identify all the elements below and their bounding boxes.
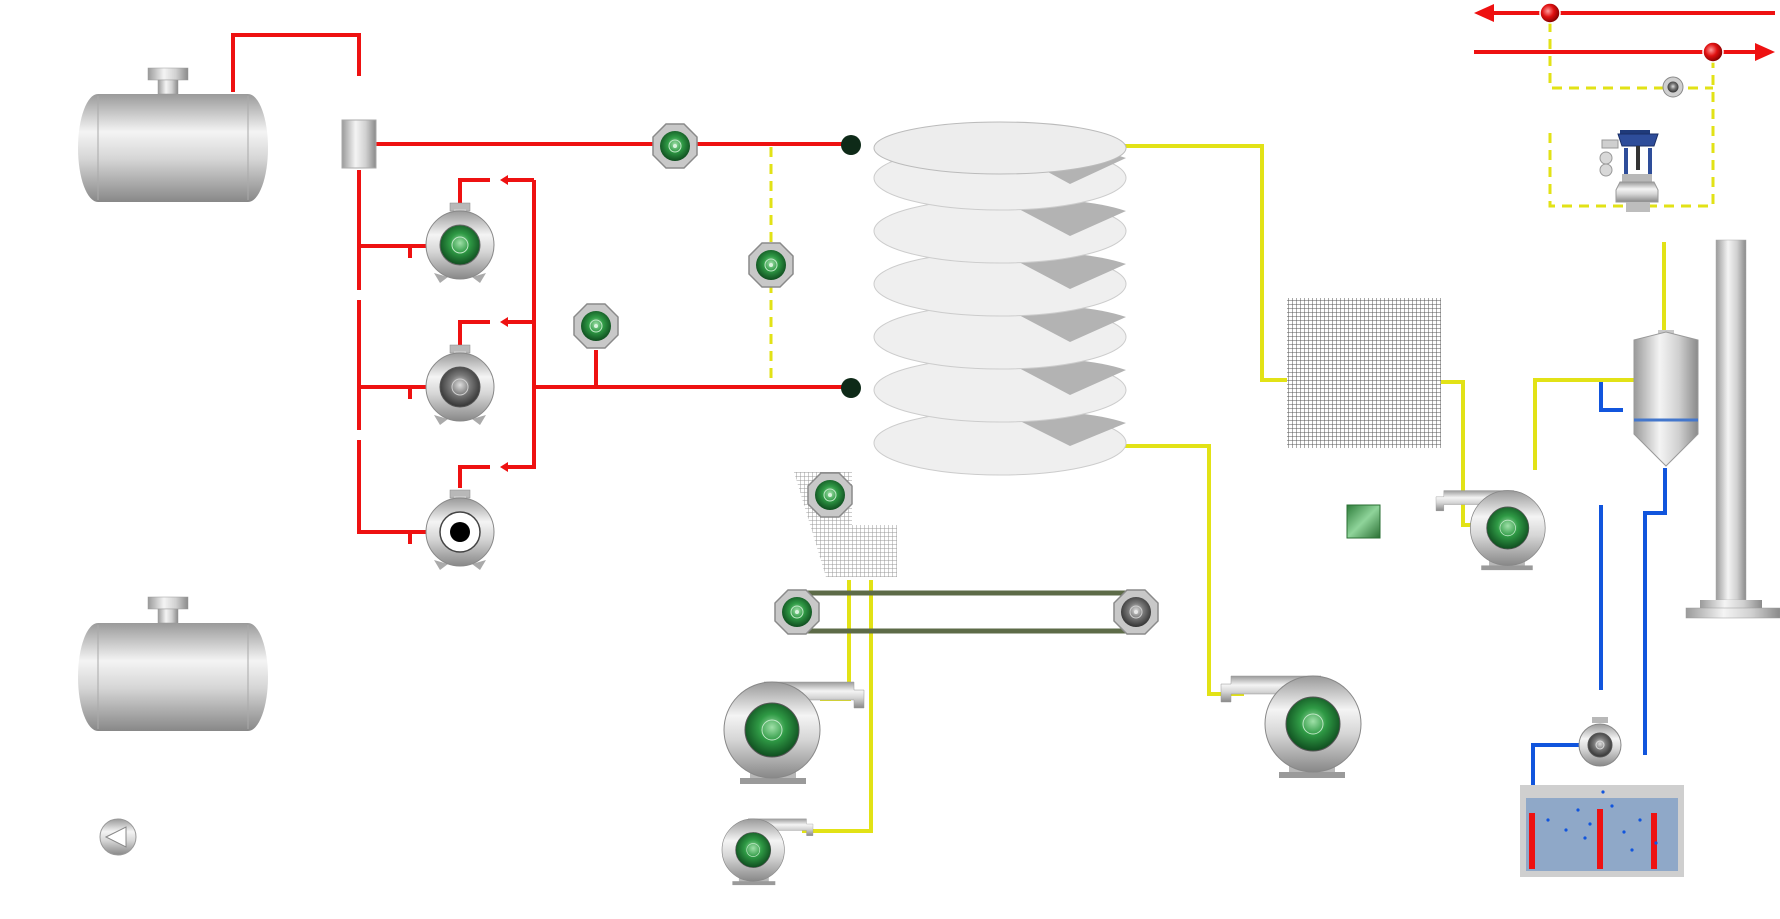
storage-tank-upper[interactable]: [77, 67, 269, 203]
water-bubbles: [1546, 790, 1658, 852]
blower-feed-1[interactable]: [723, 681, 865, 785]
line-end-node-top: [841, 135, 861, 155]
main-line-valve[interactable]: [652, 123, 698, 169]
spiral-dryer-top-plate: [873, 121, 1127, 175]
centrifugal-pump-1[interactable]: [425, 202, 495, 284]
blower-running-indicator: [744, 702, 800, 758]
play-icon: [104, 826, 127, 848]
pump-open-indicator: [450, 522, 470, 542]
blower-running-indicator: [735, 832, 772, 868]
signal-junction-valve[interactable]: [1662, 76, 1684, 98]
blower-running-indicator: [1285, 696, 1341, 752]
bypass-valve[interactable]: [748, 242, 794, 288]
blower-running-indicator: [1486, 506, 1530, 550]
spiral-turn-5: [873, 357, 1127, 423]
flow-meter-box[interactable]: [341, 119, 377, 169]
hopper-valve[interactable]: [807, 472, 853, 518]
exhaust-stack[interactable]: [1685, 239, 1780, 619]
hot-line-arrows: [500, 175, 508, 472]
pump-running-indicator: [439, 224, 481, 266]
pneumatic-control-valve[interactable]: [1599, 130, 1659, 212]
storage-tank-lower[interactable]: [77, 596, 269, 732]
hot-header-lines: [1474, 4, 1775, 61]
mesh-filter[interactable]: [1287, 298, 1441, 448]
belt-conveyor: [800, 590, 1130, 634]
status-lamp[interactable]: [1346, 504, 1381, 539]
centrifugal-pump-3[interactable]: [425, 489, 495, 571]
conveyor-right-valve[interactable]: [1113, 589, 1159, 635]
centrifugal-pump-2[interactable]: [425, 344, 495, 426]
conveyor-left-valve[interactable]: [774, 589, 820, 635]
pump-stopped-indicator: [439, 366, 481, 408]
cyclone-separator[interactable]: [1633, 330, 1699, 467]
spiral-dryer[interactable]: [873, 121, 1127, 476]
blower-feed-2[interactable]: [721, 818, 814, 886]
header-signal-point-bottom[interactable]: [1702, 41, 1724, 63]
blower-dryer[interactable]: [1220, 675, 1362, 779]
line-breaks: [354, 76, 364, 440]
line-end-node-bottom: [841, 378, 861, 398]
header-signal-point-top[interactable]: [1539, 2, 1561, 24]
blower-filter[interactable]: [1435, 490, 1546, 571]
start-button[interactable]: [99, 818, 137, 856]
water-basin[interactable]: [1520, 785, 1684, 877]
basin-pump[interactable]: [1578, 717, 1622, 767]
return-line-valve[interactable]: [573, 303, 619, 349]
hot-line-network: [231, 33, 848, 544]
